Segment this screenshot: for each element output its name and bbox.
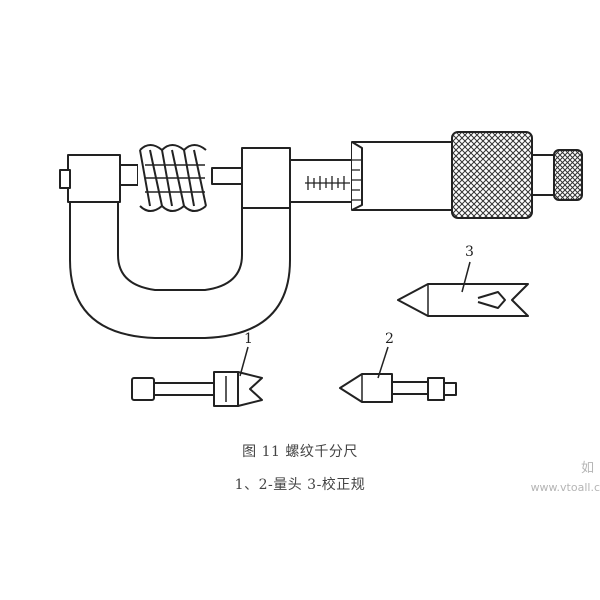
spindle-tip <box>211 167 245 185</box>
watermark-logo-text: 如 <box>580 461 594 476</box>
frame-right-block <box>241 147 291 209</box>
anvil-block <box>67 154 121 203</box>
part-label-1: 1 <box>244 331 253 347</box>
knurled-grip <box>451 131 533 219</box>
sleeve-scale <box>305 176 350 190</box>
part-label-2: 2 <box>385 331 394 347</box>
micrometer-frame <box>69 199 291 339</box>
anvil-tip <box>119 164 139 186</box>
leader-1 <box>239 346 249 377</box>
leader-3 <box>461 261 471 293</box>
thimble <box>351 141 453 211</box>
sleeve <box>289 159 353 203</box>
ratchet-neck <box>531 154 555 196</box>
leader-2 <box>377 346 389 379</box>
thimble-scale <box>352 159 362 201</box>
watermark-url: www.vtoall.c <box>530 481 600 494</box>
anvil-pin <box>59 169 71 189</box>
thimble-bevel <box>351 141 363 211</box>
measuring-head-2 <box>339 373 457 403</box>
figure-caption-subtitle: 1、2-量头 3-校正规 <box>234 477 366 493</box>
part-label-3: 3 <box>465 244 474 260</box>
setting-gauge-notch <box>477 291 506 309</box>
ratchet-knob <box>553 149 583 201</box>
threaded-workpiece <box>138 144 212 212</box>
figure-caption-title: 图 11 螺纹千分尺 <box>242 444 358 460</box>
measuring-head-1 <box>131 371 263 407</box>
